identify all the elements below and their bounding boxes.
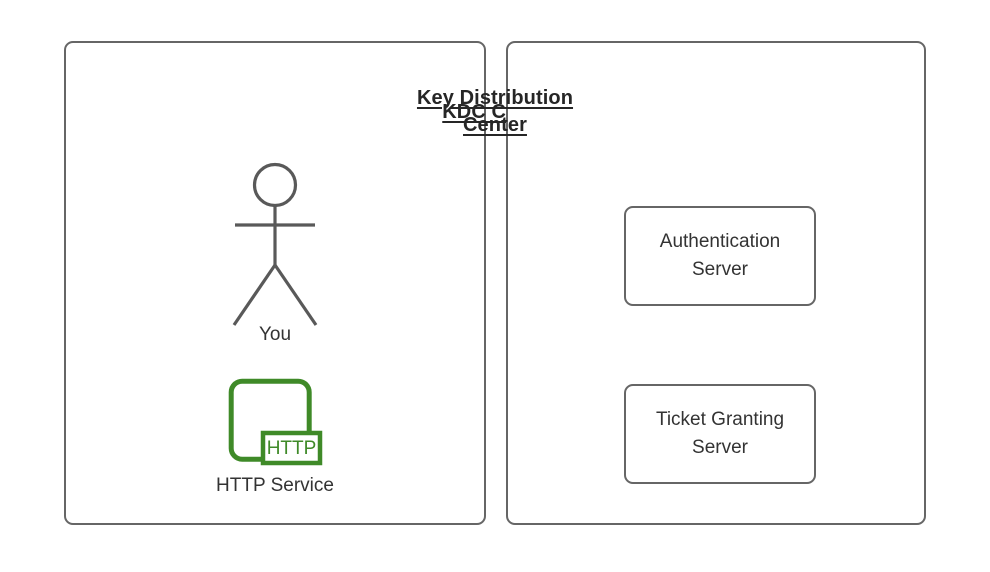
- http-badge-text: HTTP: [267, 438, 317, 459]
- ticket-granting-server-line-2: Server: [692, 437, 748, 458]
- actor-label-you: You: [258, 324, 292, 345]
- panel-key-distribution-center-title: Key Distribution Center: [0, 85, 990, 139]
- panel-title-line-2: Center: [463, 114, 527, 136]
- authentication-server-line-2: Server: [692, 259, 748, 280]
- http-service-icon: HTTP: [228, 378, 323, 466]
- ticket-granting-server-line-1: Ticket Granting: [655, 409, 785, 430]
- service-label-http: HTTP Service: [216, 475, 334, 496]
- stick-figure-icon: [232, 162, 318, 326]
- ticket-granting-server-box: Ticket Granting Server: [624, 384, 816, 484]
- authentication-server-line-1: Authentication: [659, 231, 781, 252]
- panel-title-line-1: Key Distribution: [416, 87, 574, 109]
- authentication-server-box: Authentication Server: [624, 206, 816, 306]
